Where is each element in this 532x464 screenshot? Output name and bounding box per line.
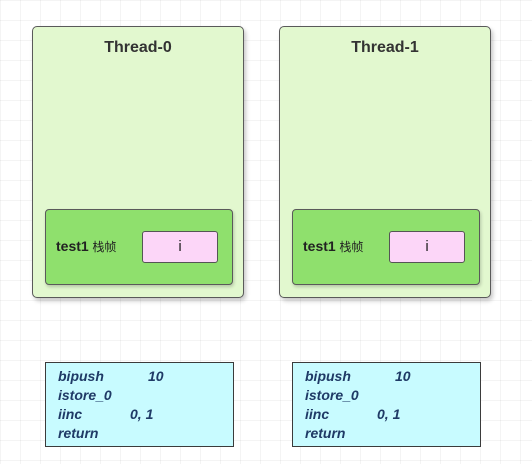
frame-method-name: test1: [303, 238, 336, 254]
local-variable-slot: i: [142, 231, 218, 263]
thread-title: Thread-0: [104, 39, 172, 56]
bytecode-op: return: [58, 425, 99, 441]
bytecode-box-thread-0: bipush 10 istore_0 iinc 0, 1 return: [45, 362, 234, 447]
bytecode-arg: 0, 1: [130, 406, 154, 422]
bytecode-line: bipush 10: [305, 368, 480, 387]
thread-0-box: Thread-0 test1 栈帧 i: [32, 26, 244, 298]
bytecode-op: istore_0: [58, 387, 112, 403]
stack-frame: test1 栈帧 i: [45, 209, 233, 285]
bytecode-line: return: [305, 425, 480, 444]
bytecode-op: iinc: [58, 406, 83, 422]
frame-cn-label: 栈帧: [339, 240, 364, 254]
bytecode-line: iinc 0, 1: [305, 406, 480, 425]
bytecode-op: iinc: [305, 406, 330, 422]
frame-method-name: test1: [56, 238, 89, 254]
bytecode-box-thread-1: bipush 10 istore_0 iinc 0, 1 return: [292, 362, 481, 447]
bytecode-line: bipush 10: [58, 368, 233, 387]
bytecode-line: istore_0: [305, 387, 480, 406]
bytecode-line: istore_0: [58, 387, 233, 406]
bytecode-arg: 0, 1: [377, 406, 401, 422]
bytecode-arg: 10: [395, 368, 411, 384]
bytecode-line: return: [58, 425, 233, 444]
bytecode-op: istore_0: [305, 387, 359, 403]
stack-frame: test1 栈帧 i: [292, 209, 480, 285]
frame-cn-label: 栈帧: [92, 240, 117, 254]
local-variable-slot: i: [389, 231, 465, 263]
thread-title: Thread-1: [351, 39, 419, 56]
bytecode-op: bipush: [305, 368, 351, 384]
bytecode-line: iinc 0, 1: [58, 406, 233, 425]
stack-frame-label: test1 栈帧: [303, 238, 363, 255]
bytecode-op: return: [305, 425, 346, 441]
bytecode-arg: 10: [148, 368, 164, 384]
bytecode-op: bipush: [58, 368, 104, 384]
thread-1-box: Thread-1 test1 栈帧 i: [279, 26, 491, 298]
stack-frame-label: test1 栈帧: [56, 238, 116, 255]
